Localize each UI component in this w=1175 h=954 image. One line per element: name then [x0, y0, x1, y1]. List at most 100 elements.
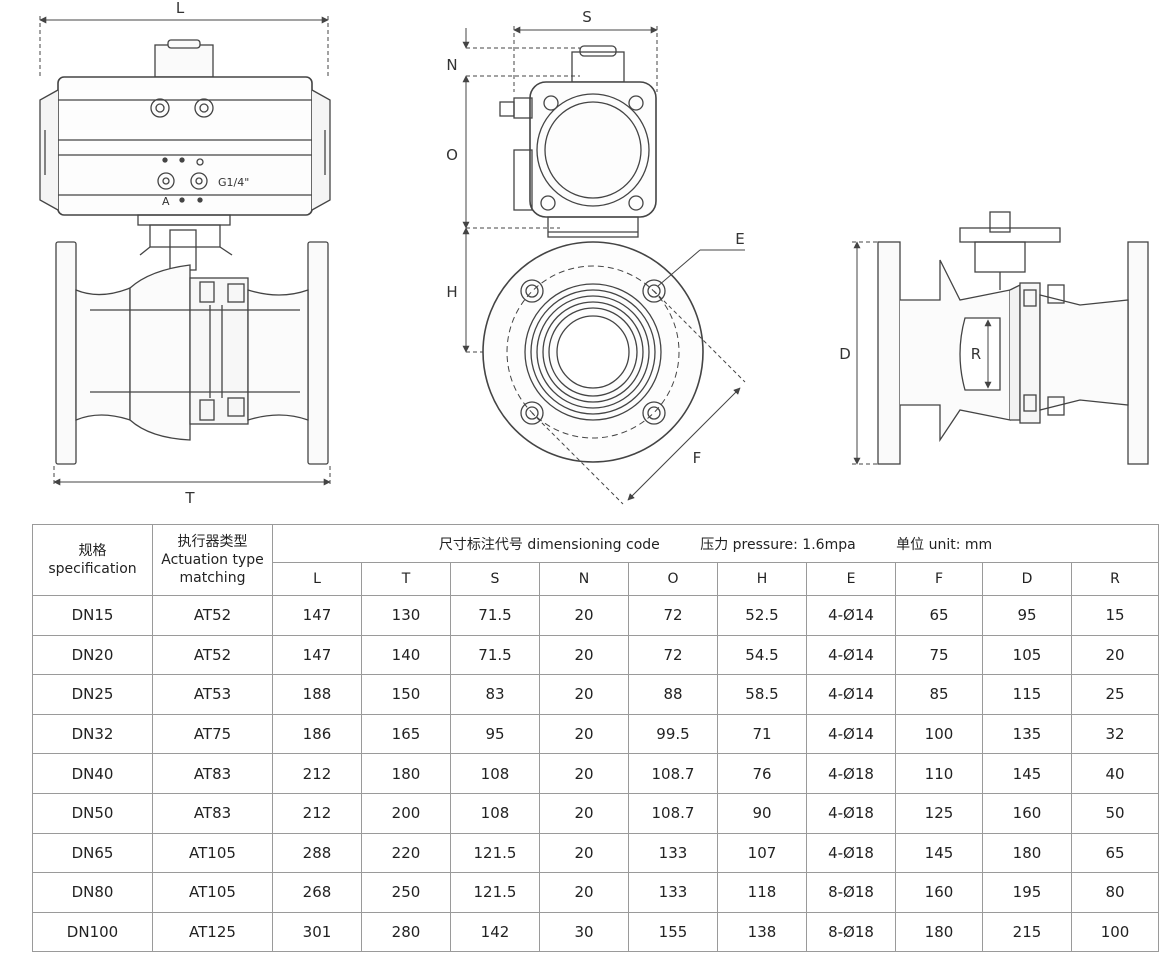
dim-label-s: S — [582, 8, 592, 26]
value-cell-t: 280 — [361, 911, 451, 953]
spec-cell: DN40 — [32, 753, 153, 794]
value-cell-r: 15 — [1070, 595, 1160, 636]
value-cell-d: 115 — [982, 674, 1072, 715]
value-cell-l: 188 — [272, 674, 362, 715]
column-header: S — [450, 562, 540, 596]
value-cell-s: 142 — [450, 911, 540, 953]
value-cell-e: 4-Ø18 — [806, 792, 896, 834]
value-cell-l: 147 — [272, 634, 362, 676]
value-cell-o: 133 — [628, 872, 718, 913]
actuator-cell: AT75 — [152, 713, 273, 755]
spec-cell: DN100 — [32, 911, 153, 953]
value-cell-o: 133 — [628, 832, 718, 874]
value-cell-h: 138 — [717, 911, 807, 953]
value-cell-n: 20 — [539, 595, 629, 636]
dim-label-n: N — [446, 56, 457, 74]
value-cell-f: 125 — [895, 792, 983, 834]
value-cell-f: 75 — [895, 634, 983, 676]
value-cell-r: 32 — [1070, 713, 1160, 755]
actuator-header-en2: matching — [179, 570, 246, 586]
dim-label-e: E — [735, 230, 744, 248]
value-cell-d: 215 — [982, 911, 1072, 953]
dim-label-l: L — [176, 0, 185, 17]
actuator-cell: AT105 — [152, 872, 273, 913]
actuator-cell: AT53 — [152, 674, 273, 715]
value-cell-r: 25 — [1070, 674, 1160, 715]
spec-header-en: specification — [48, 561, 137, 577]
value-cell-n: 20 — [539, 634, 629, 676]
value-cell-d: 195 — [982, 872, 1072, 913]
specification-table: 规格 specification 执行器类型 Actuation type ma… — [32, 524, 1160, 953]
front-view — [39, 16, 331, 486]
column-code-row: L T S N O H E F D R — [33, 562, 1160, 596]
value-cell-t: 250 — [361, 872, 451, 913]
value-cell-f: 65 — [895, 595, 983, 636]
column-header: O — [628, 562, 718, 596]
actuator-cell: AT105 — [152, 832, 273, 874]
value-cell-s: 121.5 — [450, 832, 540, 874]
value-cell-s: 108 — [450, 753, 540, 794]
value-cell-e: 8-Ø18 — [806, 911, 896, 953]
dimension-header: 尺寸标注代号 dimensioning code — [438, 536, 660, 553]
value-cell-o: 108.7 — [628, 753, 718, 794]
dimension-group-header: 尺寸标注代号 dimensioning code 压力 pressure: 1.… — [271, 524, 1160, 563]
actuator-header-cn: 执行器类型 — [177, 534, 248, 550]
value-cell-s: 121.5 — [450, 872, 540, 913]
value-cell-s: 71.5 — [450, 595, 540, 636]
value-cell-h: 76 — [717, 753, 807, 794]
value-cell-f: 85 — [895, 674, 983, 715]
value-cell-t: 180 — [361, 753, 451, 794]
value-cell-h: 107 — [717, 832, 807, 874]
value-cell-h: 71 — [717, 713, 807, 755]
value-cell-t: 130 — [361, 595, 451, 636]
value-cell-d: 180 — [982, 832, 1072, 874]
value-cell-s: 95 — [450, 713, 540, 755]
value-cell-f: 110 — [895, 753, 983, 794]
value-cell-n: 20 — [539, 674, 629, 715]
value-cell-r: 20 — [1070, 634, 1160, 676]
value-cell-l: 288 — [272, 832, 362, 874]
value-cell-e: 8-Ø18 — [806, 872, 896, 913]
value-cell-r: 40 — [1070, 753, 1160, 794]
value-cell-e: 4-Ø18 — [806, 753, 896, 794]
value-cell-d: 105 — [982, 634, 1072, 676]
value-cell-t: 165 — [361, 713, 451, 755]
value-cell-o: 72 — [628, 595, 718, 636]
value-cell-r: 100 — [1070, 911, 1160, 953]
column-header: T — [361, 562, 451, 596]
spec-cell: DN15 — [32, 595, 153, 636]
value-cell-s: 71.5 — [450, 634, 540, 676]
dim-label-d: D — [839, 345, 851, 363]
value-cell-r: 80 — [1070, 872, 1160, 913]
value-cell-e: 4-Ø14 — [806, 595, 896, 636]
spec-cell: DN32 — [32, 713, 153, 755]
value-cell-e: 4-Ø14 — [806, 674, 896, 715]
spec-header-cn: 规格 — [78, 543, 107, 559]
port-label: G1/4" — [218, 176, 249, 189]
dim-label-h: H — [446, 283, 457, 301]
spec-cell: DN25 — [32, 674, 153, 715]
value-cell-t: 200 — [361, 792, 451, 834]
actuator-header-en: Actuation type — [161, 552, 264, 568]
value-cell-h: 52.5 — [717, 595, 807, 636]
value-cell-o: 88 — [628, 674, 718, 715]
dim-label-o: O — [446, 146, 458, 164]
actuator-cell: AT83 — [152, 792, 273, 834]
column-header: N — [539, 562, 629, 596]
dim-label-r: R — [971, 345, 981, 363]
value-cell-t: 140 — [361, 634, 451, 676]
value-cell-o: 155 — [628, 911, 718, 953]
value-cell-s: 108 — [450, 792, 540, 834]
value-cell-o: 99.5 — [628, 713, 718, 755]
value-cell-l: 147 — [272, 595, 362, 636]
unit-header: 单位 unit: mm — [896, 536, 993, 553]
value-cell-l: 301 — [272, 911, 362, 953]
table-header-row: 规格 specification 执行器类型 Actuation type ma… — [32, 524, 1160, 596]
